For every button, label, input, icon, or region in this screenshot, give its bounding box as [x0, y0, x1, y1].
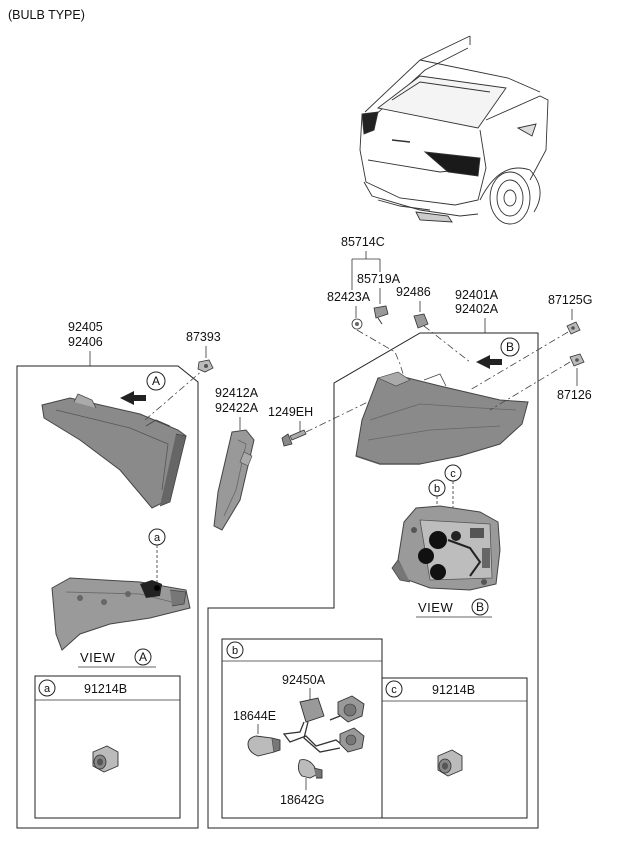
svg-text:c: c — [391, 684, 397, 696]
nut-87125G — [566, 321, 581, 335]
view-b-arrow: B — [476, 337, 520, 369]
view-b-label: VIEW — [418, 600, 453, 615]
label-92402A: 92402A — [455, 302, 499, 316]
label-18642G: 18642G — [280, 793, 324, 807]
grommet-82423A — [351, 318, 363, 330]
box-c-part-number: 91214B — [432, 683, 475, 697]
label-87125G: 87125G — [548, 293, 592, 307]
view-a-lamp-back — [51, 577, 191, 651]
bulb-18642G — [297, 759, 323, 779]
label-85719A: 85719A — [357, 272, 401, 286]
label-92422A: 92422A — [215, 401, 259, 415]
outer-tail-lamp-left — [41, 393, 187, 509]
clip-85719A — [373, 305, 389, 325]
label-92412A: 92412A — [215, 386, 259, 400]
label-87393: 87393 — [186, 330, 221, 344]
bulb-18644E — [247, 735, 281, 757]
box-a-part-number: 91214B — [84, 682, 127, 696]
garnish-92412A — [213, 429, 255, 531]
view-a-arrow: A — [120, 371, 166, 405]
label-1249EH: 1249EH — [268, 405, 313, 419]
label-92450A: 92450A — [282, 673, 326, 687]
box-a-frame — [34, 675, 181, 819]
svg-text:a: a — [44, 683, 51, 695]
callout-a-left: a — [148, 528, 166, 584]
svg-text:c: c — [450, 468, 456, 480]
svg-text:A: A — [152, 374, 160, 388]
label-92405: 92405 — [68, 320, 103, 334]
label-92406: 92406 — [68, 335, 103, 349]
label-92401A: 92401A — [455, 288, 499, 302]
label-82423A: 82423A — [327, 290, 371, 304]
diagram-title: (BULB TYPE) — [8, 8, 85, 22]
vehicle-illustration — [359, 35, 549, 225]
box-c-frame — [381, 677, 528, 819]
socket-c — [437, 749, 463, 777]
svg-text:A: A — [139, 650, 147, 664]
clip-92486 — [413, 313, 429, 329]
svg-text:b: b — [232, 645, 238, 657]
label-85714C: 85714C — [341, 235, 385, 249]
svg-text:B: B — [476, 600, 484, 614]
nut-87393 — [197, 359, 214, 373]
nut-87126 — [569, 353, 585, 367]
svg-text:a: a — [154, 532, 161, 544]
svg-text:B: B — [506, 340, 514, 354]
socket-a — [92, 745, 119, 773]
view-b-lamp-back — [391, 505, 501, 591]
svg-text:b: b — [434, 483, 440, 495]
view-a-label: VIEW — [80, 650, 115, 665]
label-87126: 87126 — [557, 388, 592, 402]
screw-1249EH — [281, 429, 307, 447]
label-18644E: 18644E — [233, 709, 276, 723]
label-92486: 92486 — [396, 285, 431, 299]
wiring-harness-92450A — [282, 695, 365, 753]
right-assembly-frame — [207, 332, 539, 829]
left-assembly-frame — [16, 365, 199, 829]
outer-tail-lamp-right — [355, 371, 529, 465]
